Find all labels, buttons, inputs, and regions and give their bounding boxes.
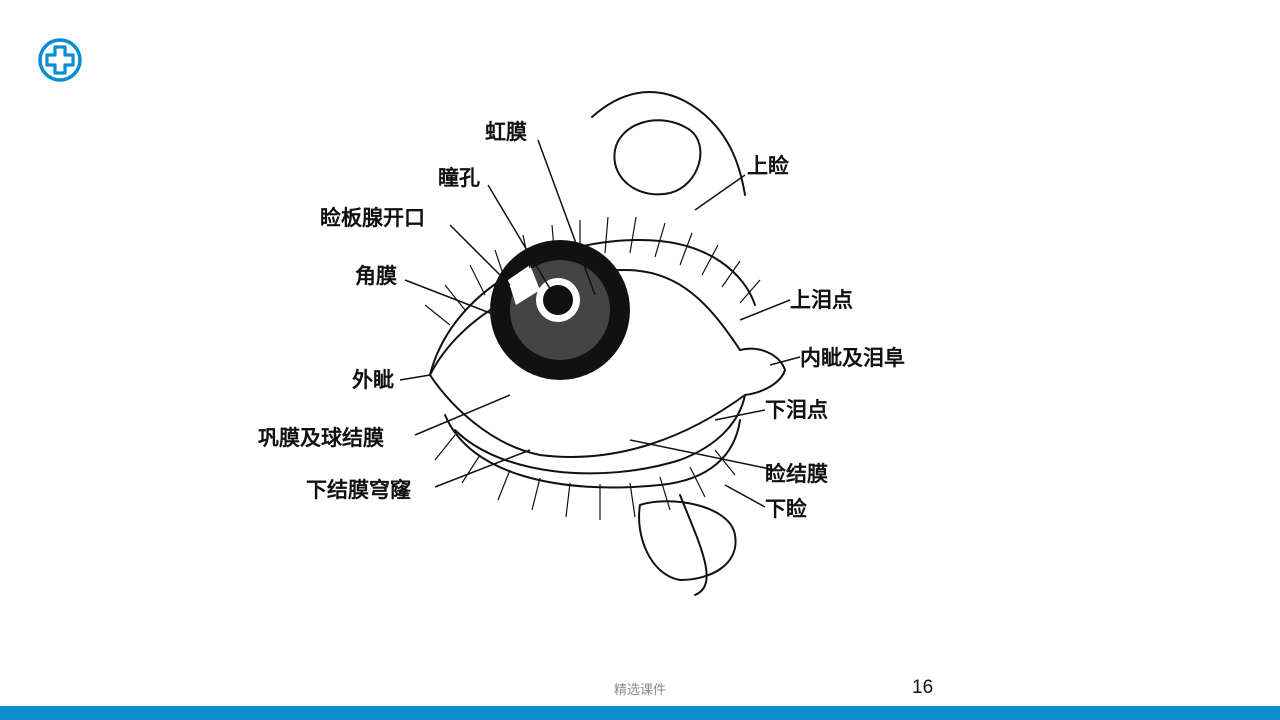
bottom-bar <box>0 706 1280 720</box>
page-number: 16 <box>912 677 934 698</box>
label-pupil: 瞳孔 <box>438 165 480 190</box>
lower-fingernail <box>638 500 737 582</box>
label-lower-punctum: 下泪点 <box>765 397 828 422</box>
lower-conjunctiva <box>454 394 746 475</box>
label-lower-eyelid: 下睑 <box>765 496 807 521</box>
eye-opening-lower <box>429 374 746 458</box>
pupil-center <box>543 285 573 315</box>
label-sclera-conjunctiva: 巩膜及球结膜 <box>258 425 384 450</box>
label-lower-fornix: 下结膜穹窿 <box>306 477 411 502</box>
lower-finger <box>679 494 708 596</box>
label-cornea: 角膜 <box>355 263 397 288</box>
upper-lashes <box>424 216 761 326</box>
eye-illustration <box>399 91 801 596</box>
upper-fingernail <box>613 119 702 196</box>
label-palpebral-conjunctiva: 睑结膜 <box>765 461 828 486</box>
label-upper-eyelid: 上睑 <box>747 153 789 178</box>
label-medial-canthus: 内眦及泪阜 <box>800 345 905 370</box>
upper-lid-outer <box>429 238 756 376</box>
medical-cross-icon <box>38 38 82 82</box>
label-iris: 虹膜 <box>485 119 527 144</box>
footer-text: 精选课件 <box>613 683 666 698</box>
label-upper-punctum: 上泪点 <box>790 287 853 312</box>
caruncle <box>739 347 787 396</box>
lower-lashes <box>434 434 736 520</box>
lower-lid-outer <box>444 414 741 489</box>
label-lateral-canthus: 外眦 <box>352 367 394 392</box>
eye-anatomy-diagram: 虹膜 瞳孔 睑板腺开口 角膜 外眦 巩膜及球结膜 下结膜穹窿 上睑 上泪点 内眦… <box>240 75 960 600</box>
label-meibomian-openings: 睑板腺开口 <box>320 205 425 230</box>
upper-finger <box>591 91 746 196</box>
